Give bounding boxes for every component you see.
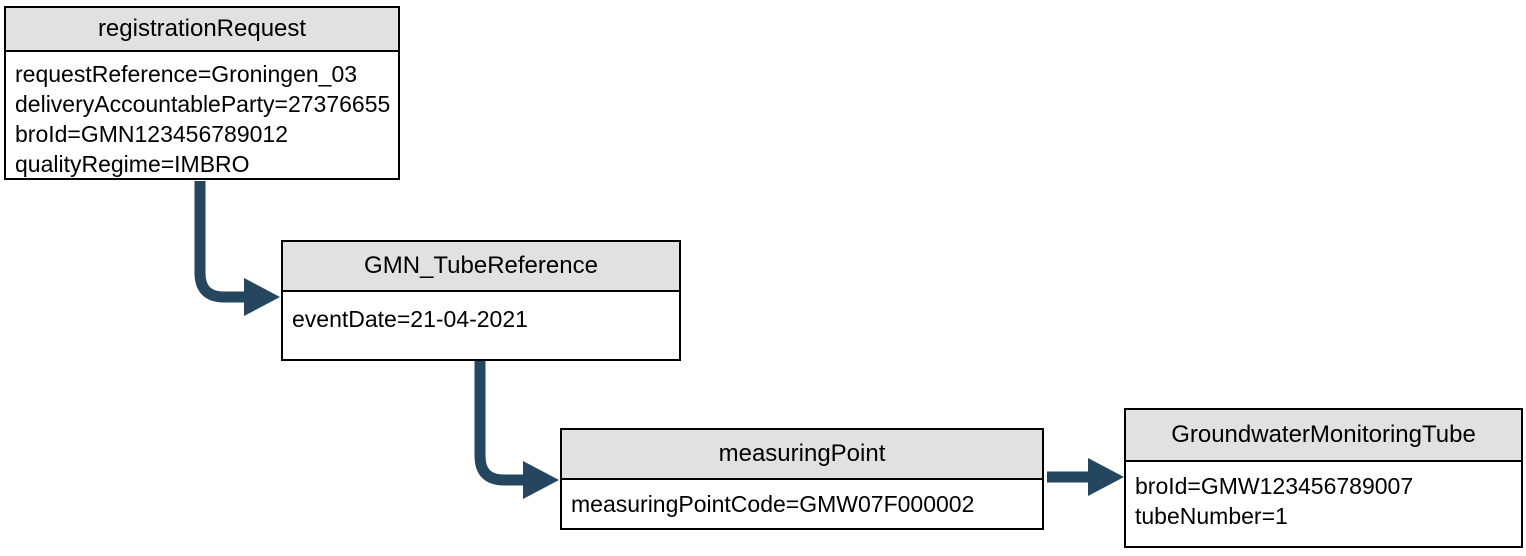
connector-registrationrequest-to-gmn-tubereference — [194, 181, 280, 316]
attribute-measuring-point-code: measuringPointCode=GMW07F000002 — [571, 491, 975, 517]
attribute-bro-id: broId=GMW123456789007 — [1135, 473, 1414, 499]
attribute-request-reference: requestReference=Groningen_03 — [15, 61, 358, 87]
attribute-quality-regime: qualityRegime=IMBRO — [15, 151, 250, 177]
node-title: registrationRequest — [6, 8, 398, 52]
node-attributes: requestReference=Groningen_03 deliveryAc… — [6, 52, 398, 179]
node-title: GMN_TubeReference — [283, 242, 679, 292]
attribute-delivery-accountable-party: deliveryAccountableParty=27376655 — [15, 91, 391, 117]
node-gmn-tube-reference: GMN_TubeReference eventDate=21-04-2021 — [281, 240, 681, 361]
node-groundwater-monitoring-tube: GroundwaterMonitoringTube broId=GMW12345… — [1124, 408, 1523, 548]
attribute-bro-id: broId=GMN123456789012 — [15, 121, 289, 147]
connector-elbow-line — [474, 360, 525, 486]
arrowhead-icon — [1088, 458, 1124, 496]
arrowhead-icon — [523, 461, 559, 499]
connector-gmn-tubereference-to-measuringpoint — [474, 360, 559, 499]
arrowhead-icon — [244, 278, 280, 316]
attribute-tube-number: tubeNumber=1 — [1135, 503, 1288, 529]
node-attributes: measuringPointCode=GMW07F000002 — [562, 480, 1042, 519]
node-attributes: eventDate=21-04-2021 — [283, 292, 679, 334]
node-attributes: broId=GMW123456789007 tubeNumber=1 — [1126, 462, 1521, 531]
node-title: measuringPoint — [562, 430, 1042, 480]
node-registration-request: registrationRequest requestReference=Gro… — [4, 6, 400, 180]
node-measuring-point: measuringPoint measuringPointCode=GMW07F… — [560, 428, 1044, 530]
node-title: GroundwaterMonitoringTube — [1126, 410, 1521, 462]
attribute-event-date: eventDate=21-04-2021 — [292, 306, 528, 332]
connector-elbow-line — [194, 181, 246, 303]
connector-measuringpoint-to-groundwatermonitoringtube — [1047, 458, 1124, 496]
